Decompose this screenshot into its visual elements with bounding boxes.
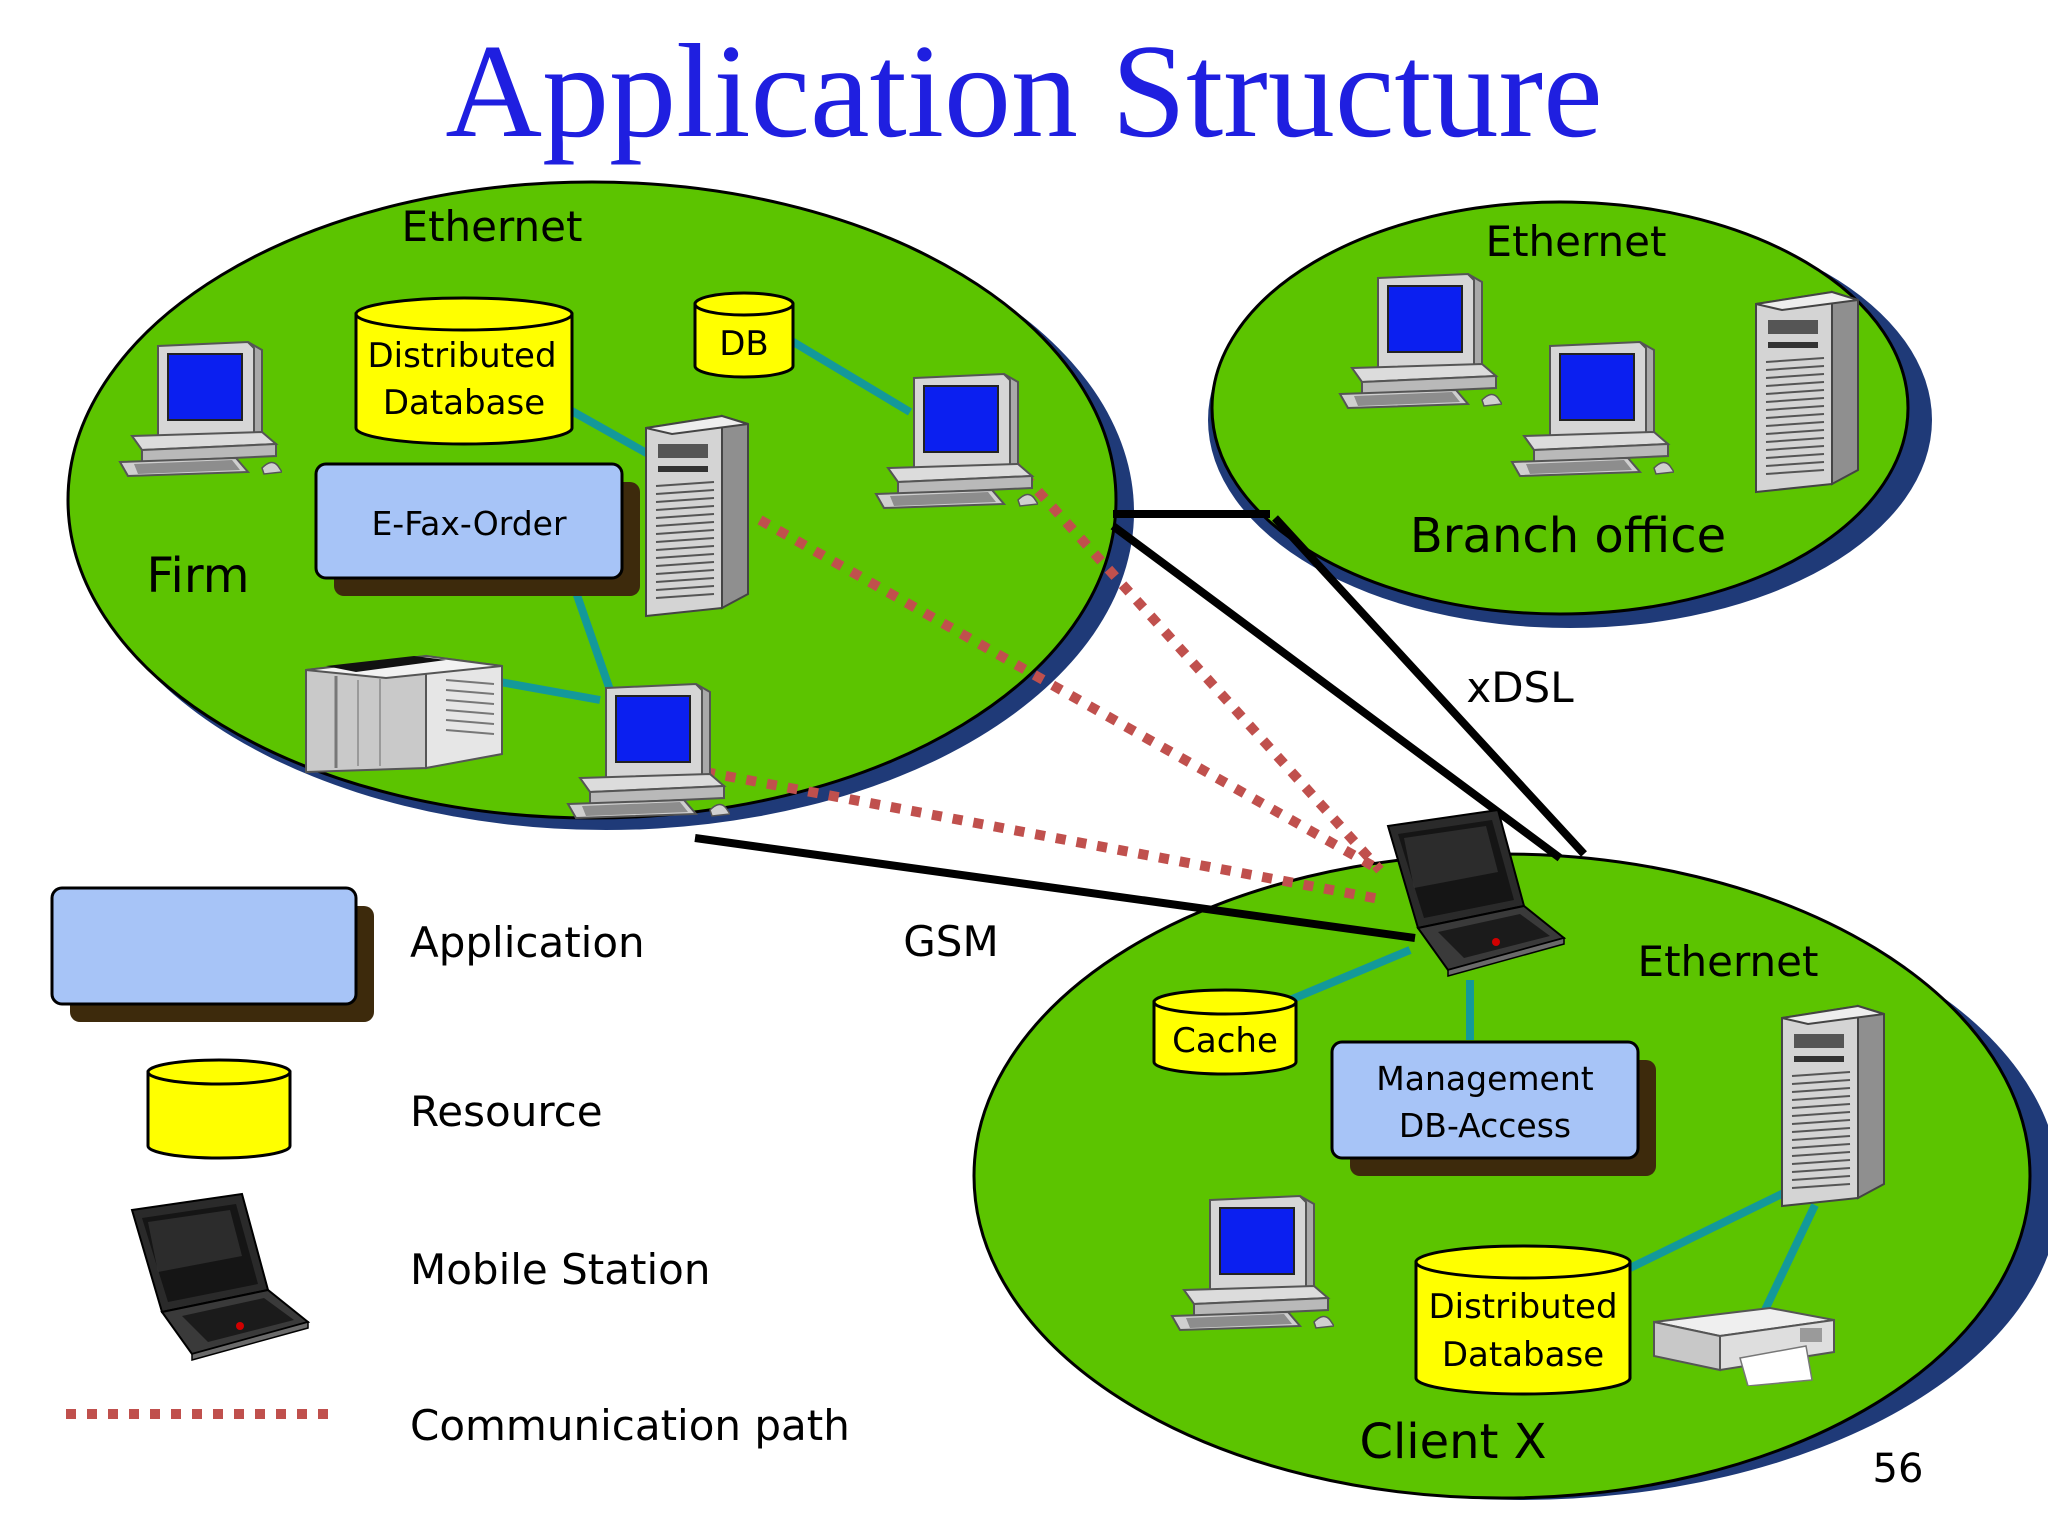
firm-name: Firm — [146, 548, 249, 604]
wan-links — [694, 510, 1587, 942]
client-application-label-2: DB-Access — [1399, 1106, 1571, 1145]
firm-db-label: DB — [719, 324, 769, 364]
firm-resource-label-1: Distributed — [367, 336, 556, 376]
firm-application-box: E-Fax-Order — [314, 462, 640, 596]
link-client-cache-laptop — [1288, 946, 1412, 1004]
firm-printer-icon — [304, 654, 504, 774]
legend-resource-label: Resource — [410, 1087, 603, 1136]
firm-application-label: E-Fax-Order — [371, 504, 567, 543]
client-name: Client X — [1359, 1414, 1546, 1470]
link-firm-db-desktop — [787, 336, 913, 416]
firm-db-resource: DB — [693, 291, 795, 379]
link-firm-printer-desktop — [499, 678, 601, 704]
client-lan-label: Ethernet — [1638, 937, 1819, 986]
comm-path-desktop2-laptop — [704, 767, 1386, 905]
comm-path-server-laptop — [757, 515, 1383, 875]
firm-server-icon — [645, 415, 749, 617]
link-firm-db-server — [568, 406, 652, 459]
firm-distributed-database: Distributed Database — [354, 296, 574, 446]
wan-firm-client-xdsl — [1110, 522, 1563, 862]
client-distributed-database: Distributed Database — [1414, 1244, 1632, 1396]
client-cache-resource: Cache — [1152, 988, 1298, 1076]
gsm-label: GSM — [903, 917, 998, 966]
comm-path-desktop-laptop — [1006, 456, 1384, 874]
client-cache-label: Cache — [1172, 1021, 1278, 1061]
wan-firm-laptop-gsm — [694, 834, 1416, 942]
page-number: 56 — [1873, 1446, 1924, 1492]
branch-server-icon — [1755, 291, 1859, 493]
client-resource-label-1: Distributed — [1428, 1287, 1617, 1327]
legend-mobile-station-label: Mobile Station — [410, 1245, 710, 1294]
communication-paths — [704, 456, 1386, 905]
legend-application-swatch — [50, 886, 374, 1022]
branch-name: Branch office — [1410, 508, 1726, 564]
page-title: Application Structure — [445, 17, 1602, 165]
legend-laptop-icon — [131, 1193, 309, 1361]
link-client-printer-server — [1761, 1203, 1819, 1312]
branch-lan-label: Ethernet — [1486, 217, 1667, 266]
client-application-box: Management DB-Access — [1330, 1040, 1656, 1176]
wan-branch-client-xdsl — [1272, 515, 1587, 857]
link-client-db-server — [1628, 1186, 1792, 1272]
client-resource-label-2: Database — [1442, 1335, 1604, 1375]
client-application-label-1: Management — [1376, 1059, 1593, 1098]
xdsl-label: xDSL — [1466, 663, 1574, 712]
legend-application-label: Application — [410, 918, 645, 967]
client-server-icon — [1781, 1005, 1885, 1207]
legend-communication-path-label: Communication path — [410, 1401, 850, 1450]
legend: Application Resource Mobile Station Comm… — [50, 886, 850, 1450]
legend-resource-swatch — [146, 1058, 292, 1160]
firm-lan-label: Ethernet — [402, 202, 583, 251]
firm-resource-label-2: Database — [383, 383, 545, 423]
